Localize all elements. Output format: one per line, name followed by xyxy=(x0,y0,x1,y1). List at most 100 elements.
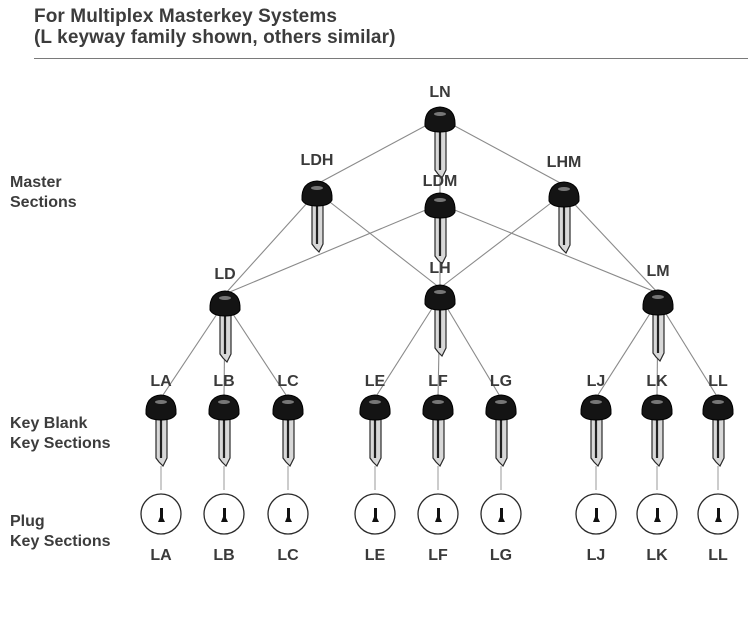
plug-icon xyxy=(417,493,459,535)
key-icon xyxy=(485,394,517,468)
plug-label-le: LE xyxy=(365,547,386,564)
header-title: For Multiplex Masterkey Systems xyxy=(34,6,337,27)
plug-label-lk: LK xyxy=(646,547,668,564)
key-highlight xyxy=(155,400,167,404)
plug-label-lc: LC xyxy=(277,547,299,564)
connection-lines xyxy=(160,117,719,490)
key-icon xyxy=(208,394,240,468)
plug-icon xyxy=(480,493,522,535)
key-highlight xyxy=(652,295,664,299)
key-label-lb: LB xyxy=(213,373,234,390)
header: For Multiplex Masterkey Systems (L keywa… xyxy=(34,6,748,59)
connection-line-ld-la xyxy=(160,301,226,399)
key-label-ldm: LDM xyxy=(423,173,458,190)
key-highlight xyxy=(282,400,294,404)
plug-keyway xyxy=(158,508,165,522)
plug-keyway xyxy=(435,508,442,522)
key-icon xyxy=(272,394,304,468)
connection-line-lhm-lm xyxy=(563,192,659,294)
key-bow xyxy=(548,181,580,208)
plug-label-ll: LL xyxy=(708,547,728,564)
plug-keyway xyxy=(285,508,292,522)
plug-label-la: LA xyxy=(150,547,172,564)
key-label-lj: LJ xyxy=(587,373,606,390)
connection-line-lm-ll xyxy=(657,300,719,399)
header-rule xyxy=(34,58,748,59)
key-icon xyxy=(642,289,674,363)
connection-line-ldm-ld xyxy=(224,203,441,295)
key-bow xyxy=(424,106,456,133)
plug-icon xyxy=(354,493,396,535)
master-sections-label: Master Sections xyxy=(10,173,77,213)
key-bow xyxy=(424,284,456,311)
key-label-le: LE xyxy=(365,373,386,390)
key-label-ll: LL xyxy=(708,373,728,390)
key-highlight xyxy=(434,290,446,294)
plug-icon xyxy=(575,493,617,535)
connection-line-lh-le xyxy=(374,295,441,399)
key-icon xyxy=(359,394,391,468)
plug-keyway xyxy=(498,508,505,522)
key-highlight xyxy=(219,296,231,300)
key-label-lk: LK xyxy=(646,373,668,390)
key-bow xyxy=(359,394,391,421)
key-label-lf: LF xyxy=(428,373,448,390)
key-label-lh: LH xyxy=(429,260,450,277)
key-highlight xyxy=(590,400,602,404)
connection-line-ln-lhm xyxy=(439,117,565,186)
plug-sections-label-line1: Plug xyxy=(10,513,45,530)
key-label-ln: LN xyxy=(429,84,450,101)
key-label-lc: LC xyxy=(277,373,299,390)
key-bow xyxy=(642,289,674,316)
plug-sections-label-line2: Key Sections xyxy=(10,533,111,550)
connection-line-ln-ldh xyxy=(316,117,441,185)
key-icon xyxy=(422,394,454,468)
key-icon xyxy=(424,106,456,180)
master-sections-label-line1: Master xyxy=(10,174,62,191)
key-icon xyxy=(424,192,456,266)
key-bow xyxy=(641,394,673,421)
connection-line-lm-lj xyxy=(595,300,659,399)
plug-icon xyxy=(140,493,182,535)
key-bow xyxy=(580,394,612,421)
plug-keyway xyxy=(221,508,228,522)
key-highlight xyxy=(369,400,381,404)
header-subtitle: (L keyway family shown, others similar) xyxy=(34,27,396,48)
plug-keyway xyxy=(372,508,379,522)
key-blank-sections-label: Key Blank Key Sections xyxy=(10,414,110,454)
connection-line-ldh-ld xyxy=(224,191,318,295)
key-label-la: LA xyxy=(150,373,172,390)
key-bow xyxy=(702,394,734,421)
key-bow xyxy=(301,180,333,207)
master-sections-label-line2: Sections xyxy=(10,194,77,211)
key-label-lg: LG xyxy=(490,373,512,390)
key-highlight xyxy=(651,400,663,404)
key-label-ld: LD xyxy=(214,266,235,283)
plug-sections-label: Plug Key Sections xyxy=(10,512,110,552)
key-label-ldh: LDH xyxy=(301,152,334,169)
plug-icon xyxy=(636,493,678,535)
plug-keyway xyxy=(654,508,661,522)
key-blank-sections-label-line2: Key Sections xyxy=(10,435,111,452)
plug-label-lf: LF xyxy=(428,547,448,564)
connection-line-ldm-lm xyxy=(439,203,659,294)
key-icon xyxy=(702,394,734,468)
connection-line-ldh-lh xyxy=(316,191,441,289)
plug-label-lg: LG xyxy=(490,547,512,564)
connection-line-lh-lg xyxy=(439,295,502,399)
key-bow xyxy=(422,394,454,421)
plug-label-lb: LB xyxy=(213,547,234,564)
key-highlight xyxy=(495,400,507,404)
key-highlight xyxy=(434,198,446,202)
key-icon xyxy=(580,394,612,468)
plug-icon xyxy=(203,493,245,535)
key-bow xyxy=(424,192,456,219)
plug-icon xyxy=(697,493,739,535)
key-label-lm: LM xyxy=(646,263,669,280)
key-icon xyxy=(548,181,580,255)
plug-keyway xyxy=(715,508,722,522)
key-highlight xyxy=(311,186,323,190)
plug-keyway xyxy=(593,508,600,522)
key-highlight xyxy=(218,400,230,404)
key-highlight xyxy=(432,400,444,404)
